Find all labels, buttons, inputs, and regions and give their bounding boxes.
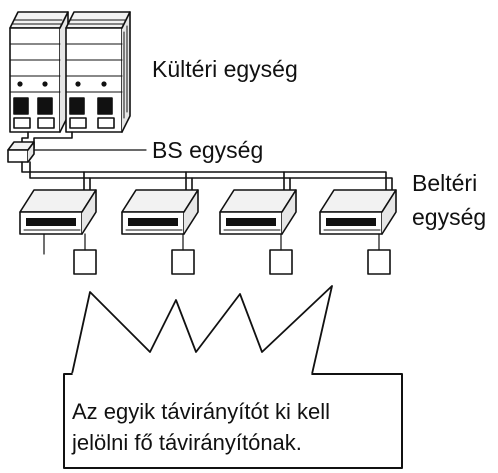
remote-controller-icon [269, 249, 293, 275]
outdoor-unit-label: Kültéri egység [152, 56, 298, 82]
indoor-unit-label-line2: egység [412, 204, 487, 230]
outdoor-unit-icon [9, 11, 131, 133]
callout-line-2: jelölni fő távirányítónak. [72, 430, 302, 455]
bs-unit-label: BS egység [152, 137, 264, 163]
callout-line-1: Az egyik távirányítót ki kell [72, 399, 330, 424]
remote-controller-icon [73, 249, 97, 275]
indoor-unit-icon [19, 189, 97, 255]
callout-text: Az egyik távirányítót ki kell jelölni fő… [72, 396, 402, 458]
branch-pipes [21, 161, 393, 193]
indoor-unit-icon [319, 189, 397, 235]
callout-zigzag [71, 285, 333, 375]
bs-box-icon [7, 141, 35, 163]
callout-box [63, 373, 403, 469]
indoor-unit-icon [219, 189, 297, 235]
remote-controller-icon [171, 249, 195, 275]
indoor-unit-icon [121, 189, 199, 235]
indoor-unit-label-line1: Beltéri [412, 170, 478, 196]
remote-controller-icon [367, 249, 391, 275]
